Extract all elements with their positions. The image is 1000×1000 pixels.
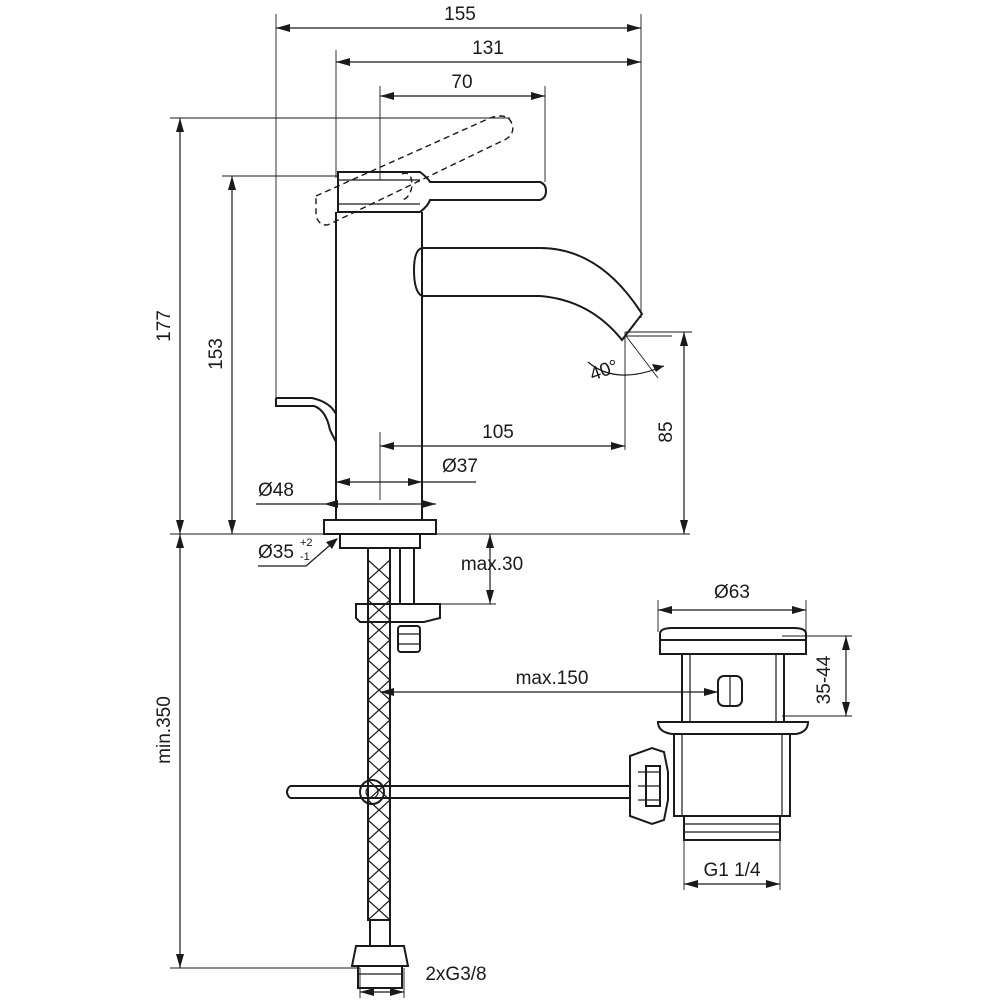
pop-up-rod: [286, 785, 630, 799]
dim-max-150: max.150: [516, 668, 589, 689]
dim-70: 70: [451, 72, 472, 93]
dim-85: 85: [656, 421, 677, 442]
waste-assembly: [629, 627, 810, 841]
fixing-assembly: [350, 547, 441, 989]
dim-105: 105: [482, 422, 514, 443]
dim-hose-thread: 2xG3/8: [425, 964, 486, 985]
dim-waste-diameter: Ø63: [714, 582, 750, 603]
dim-131: 131: [472, 38, 504, 59]
faucet-body: [275, 115, 644, 549]
dim-waste-thread: G1 1/4: [703, 860, 760, 881]
dim-hole-tolerance-plus: +2: [300, 537, 313, 549]
dim-base-diameter: Ø48: [258, 480, 294, 501]
dim-153: 153: [206, 338, 227, 370]
dim-min-350: min.350: [154, 696, 175, 764]
dim-angle: 40°: [587, 356, 621, 386]
dim-max-30: max.30: [461, 554, 523, 575]
extension-lines: [170, 14, 852, 998]
dimension-lines: [176, 24, 850, 996]
dim-hole-tolerance-minus: -1: [300, 551, 310, 563]
dimension-labels: 155 131 70 177 153 105 85 40° Ø48 Ø37 Ø3…: [154, 4, 835, 985]
dim-hole-diameter: Ø35: [258, 542, 294, 563]
dim-body-diameter: Ø37: [442, 456, 478, 477]
dim-155: 155: [444, 4, 476, 25]
dim-177: 177: [154, 310, 175, 342]
dim-waste-range: 35-44: [814, 655, 835, 704]
